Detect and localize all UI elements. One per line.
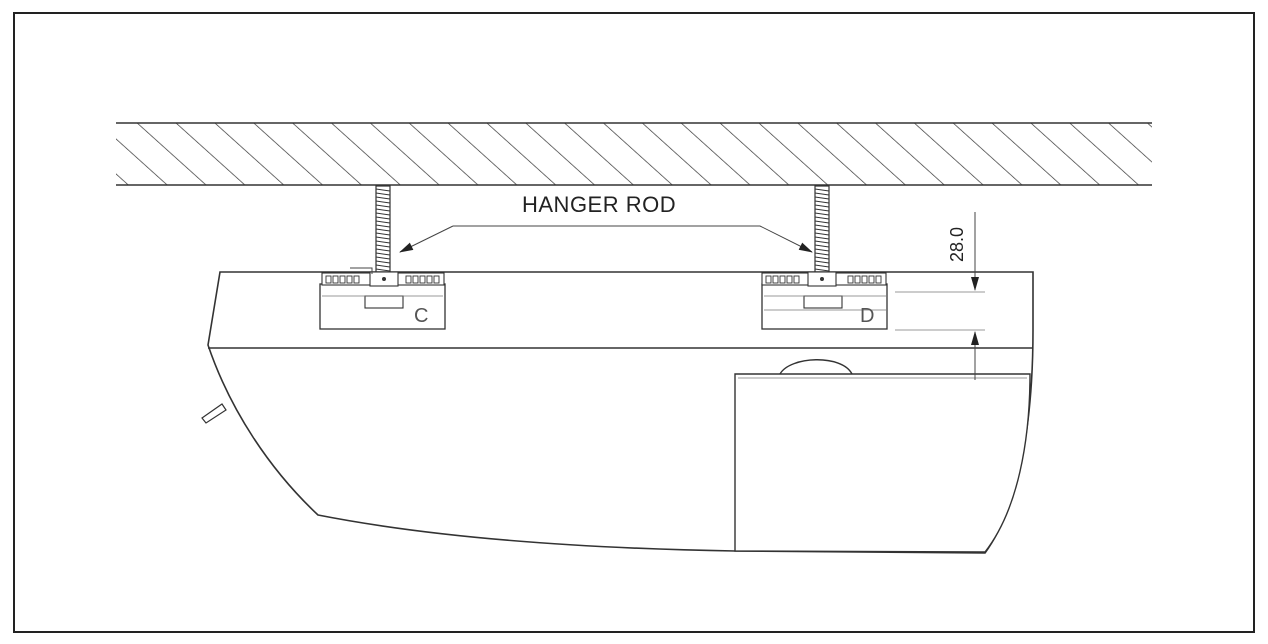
mounting-bracket-c: C — [319, 267, 446, 330]
bracket-label-d: D — [860, 305, 874, 327]
drawing-frame — [13, 12, 1255, 633]
light-cover-panel — [734, 359, 1031, 553]
hanger-rod-label: HANGER ROD — [522, 192, 676, 217]
bracket-label-c: C — [414, 305, 428, 327]
hanger-rod-callout: HANGER ROD — [399, 192, 813, 253]
dimension-value: 28.0 — [947, 227, 967, 262]
ceiling-slab — [116, 122, 1152, 186]
dimension-28: 28.0 — [895, 212, 985, 380]
mounting-bracket-d: D — [761, 271, 888, 330]
